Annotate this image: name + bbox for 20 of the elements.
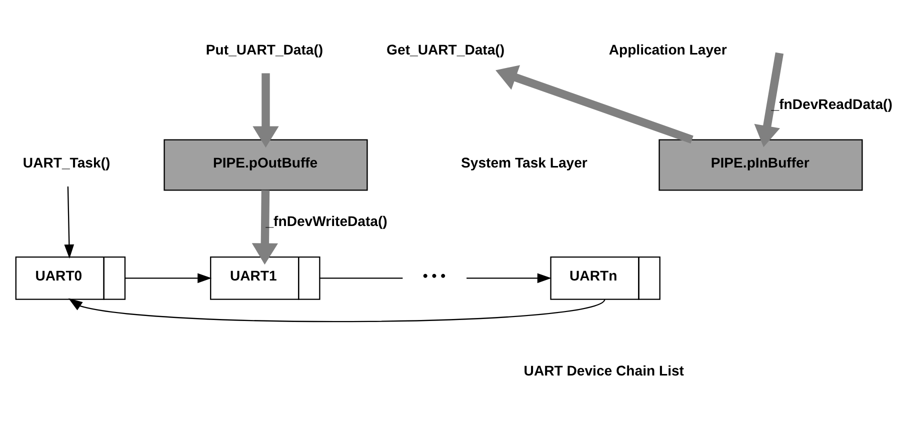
arrow [68, 298, 606, 322]
arrow [496, 65, 694, 144]
node-text: Put_UART_Data() [206, 41, 324, 58]
edge-label: _fnDevReadData() [771, 96, 892, 112]
node-box: PIPE.pInBuffer [658, 139, 863, 191]
edge-label: _fnDevWriteData() [266, 213, 388, 230]
label: UART Device Chain List [524, 362, 684, 379]
arrow [466, 273, 552, 284]
arrow [252, 190, 278, 265]
connector [319, 278, 403, 279]
node-text: Get_UART_Data() [386, 41, 505, 58]
node-text: • • • [422, 268, 446, 284]
node-box: PIPE.pOutBuffe [164, 139, 368, 191]
arrow [124, 273, 212, 284]
arrow [252, 73, 279, 148]
arrow [64, 186, 74, 259]
label: System Task Layer [461, 154, 588, 170]
label: Application Layer [608, 41, 727, 58]
node-text: UART_Task() [22, 154, 110, 170]
arrow [754, 52, 784, 148]
